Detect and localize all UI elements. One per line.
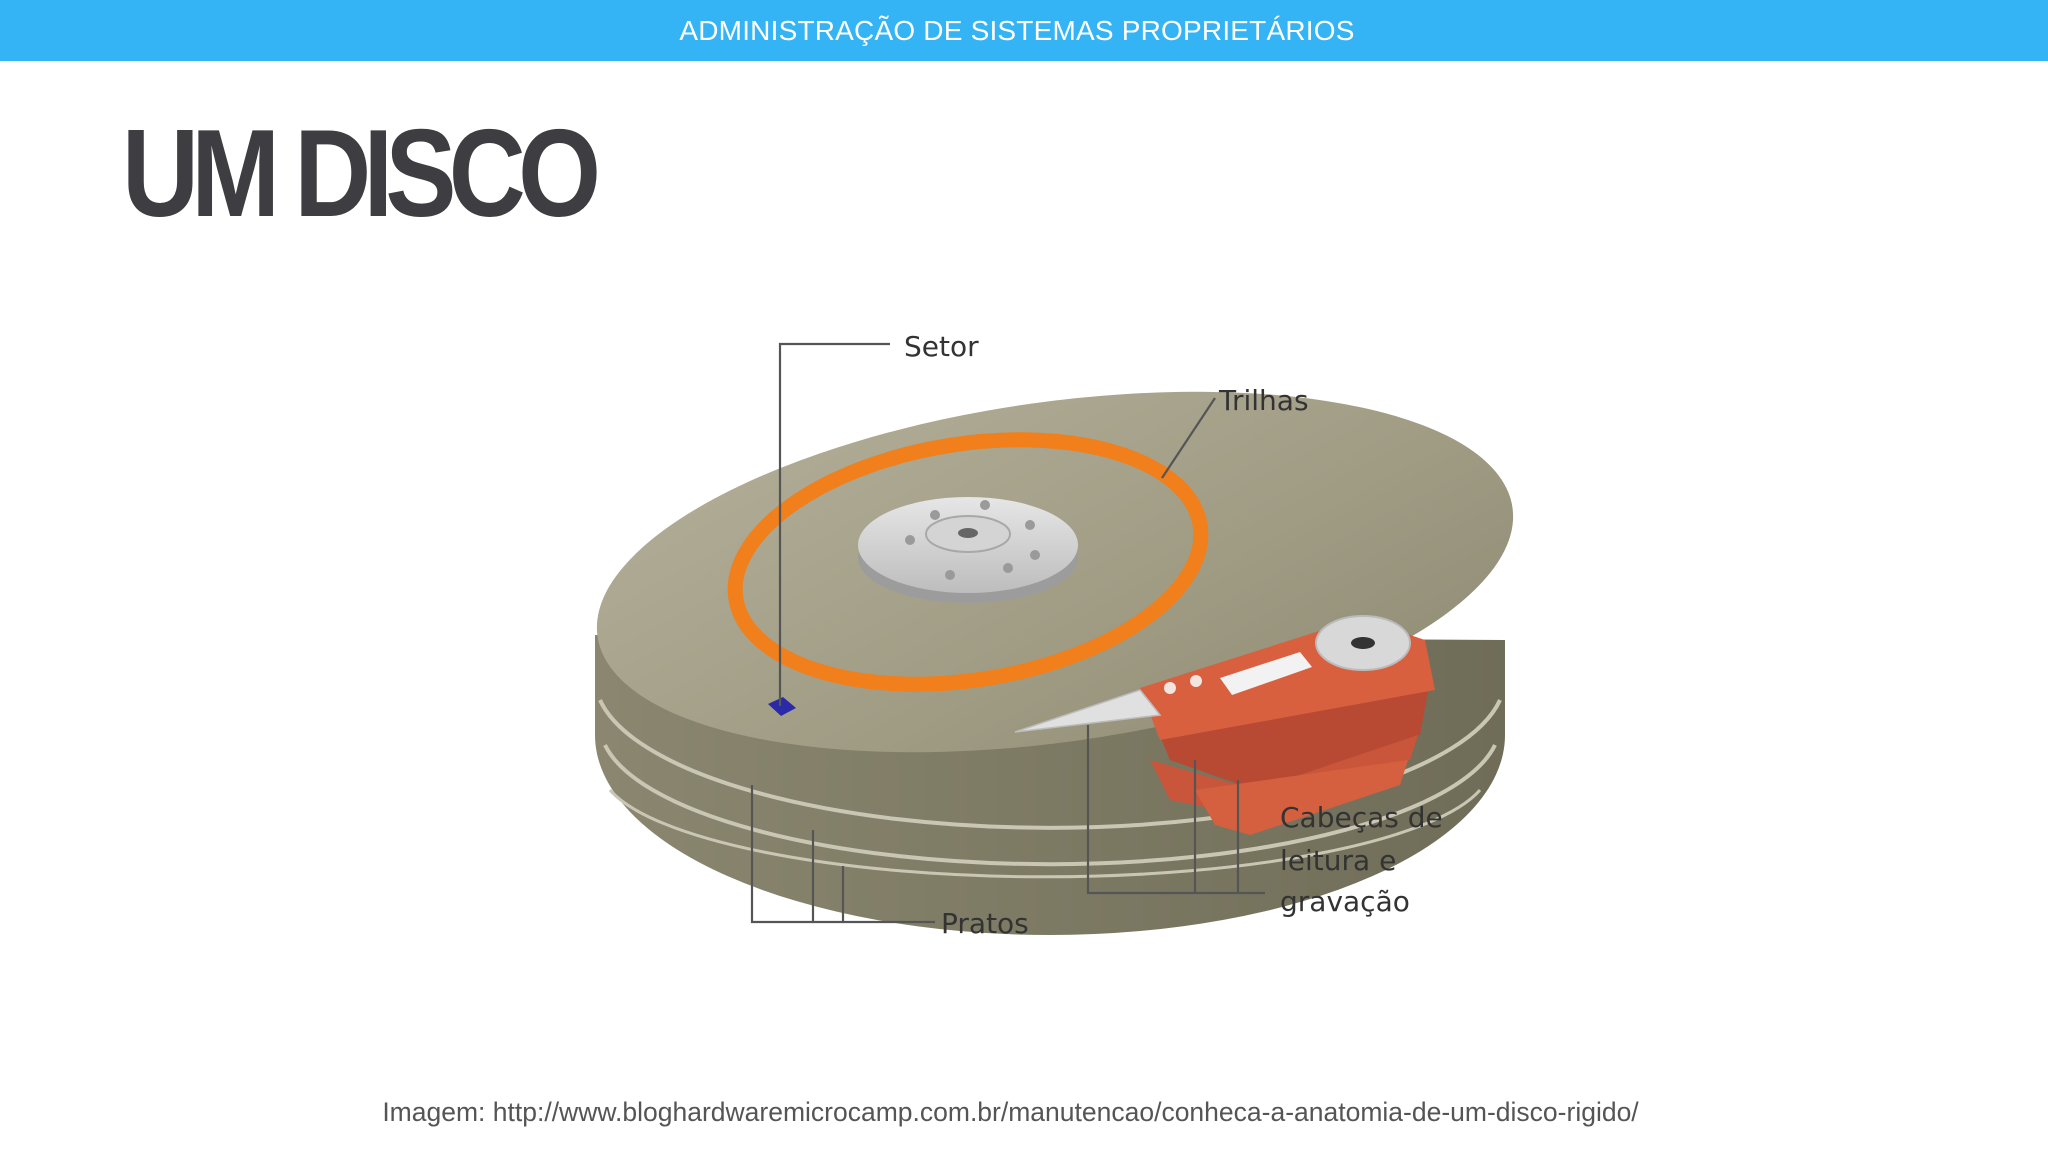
heads-leader-line	[1086, 725, 1265, 895]
page-title: UM DISCO	[122, 105, 601, 243]
read-head-needle	[1014, 689, 1162, 733]
platter-gap-line	[598, 699, 1502, 830]
label-heads-line3: gravação	[1280, 885, 1410, 918]
leader-lines	[750, 342, 1265, 924]
tracks-leader-line	[1161, 397, 1216, 479]
header-bar: ADMINISTRAÇÃO DE SISTEMAS PROPRIETÁRIOS	[0, 0, 2048, 61]
track-ring	[727, 432, 1209, 692]
label-platters: Pratos	[941, 907, 1029, 940]
head-arm-assembly	[1014, 615, 1435, 835]
sector-marker	[768, 697, 796, 716]
label-sector: Setor	[904, 330, 979, 363]
platter-gap-line	[608, 789, 1482, 879]
sector-leader-line	[778, 342, 890, 706]
platters-leader-line	[750, 785, 935, 924]
platter-gap-line	[603, 744, 1497, 867]
spindle-hub	[858, 497, 1078, 603]
label-heads-line2: leitura e	[1280, 844, 1396, 877]
label-tracks: Trilhas	[1218, 384, 1309, 417]
image-source-caption: Imagem: http://www.bloghardwaremicrocamp…	[382, 1097, 1639, 1127]
header-title: ADMINISTRAÇÃO DE SISTEMAS PROPRIETÁRIOS	[679, 15, 1355, 46]
label-heads-line1: Cabeças de	[1280, 801, 1443, 834]
